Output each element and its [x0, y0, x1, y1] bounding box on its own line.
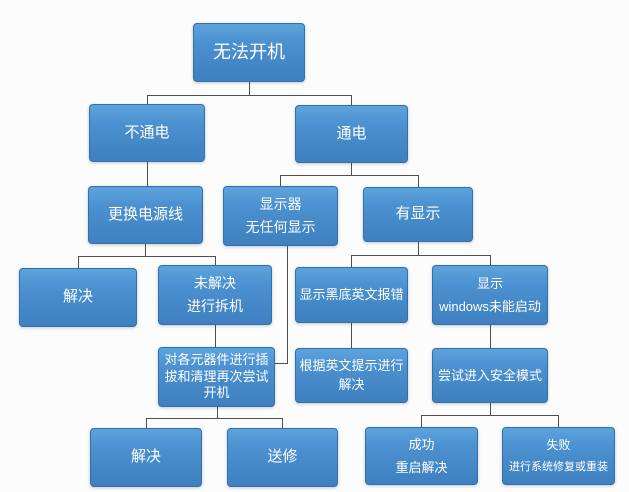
node-send-for-repair: 送修	[227, 428, 338, 487]
connector-drop-has-display	[418, 175, 419, 187]
node-success-restart-solves: 成功 重启解决	[365, 427, 478, 485]
connector-drop-failure	[558, 415, 559, 427]
node-label: 无法开机	[213, 42, 285, 62]
node-label: 重启解决	[395, 460, 448, 475]
node-label: 显示黑底英文报错	[299, 287, 404, 303]
node-no-power: 不通电	[89, 104, 205, 162]
connector-unsolved-to-reseat	[215, 325, 216, 347]
connector-replace-cable-split	[78, 256, 216, 257]
connector-root-split	[147, 95, 352, 96]
connector-drop-black-screen-error	[351, 255, 352, 267]
connector-root-stem	[249, 82, 250, 95]
connector-black-screen-to-prompt	[351, 323, 352, 348]
node-cannot-boot: 无法开机	[193, 23, 305, 82]
node-solve-per-english-prompt: 根据英文提示进行 解决	[295, 348, 408, 403]
node-label: 成功	[408, 436, 435, 452]
node-label: 根据英文提示进行	[299, 357, 404, 373]
connector-no-power-to-replace-cable	[147, 162, 148, 186]
node-label: 不通电	[124, 123, 170, 141]
connector-replace-cable-stem	[145, 244, 146, 256]
node-label: 显示器	[259, 195, 302, 212]
node-label: 开机	[203, 385, 230, 401]
node-label: 进行拆机	[187, 298, 243, 314]
connector-windows-fail-to-safe-mode	[490, 325, 491, 348]
node-label: 通电	[336, 124, 367, 142]
connector-drop-has-power	[351, 95, 352, 105]
node-label: 解决	[62, 288, 93, 306]
node-label: 有显示	[395, 205, 441, 223]
node-try-safe-mode: 尝试进入安全模式	[432, 348, 548, 403]
node-has-power: 通电	[295, 105, 408, 163]
node-label: windows未能启动	[439, 299, 541, 314]
connector-reseat-split	[146, 418, 283, 419]
node-label: 拔和清理再次尝试	[164, 368, 269, 384]
node-label: 解决	[338, 376, 365, 392]
node-label: 无任何显示	[245, 219, 316, 235]
connector-drop-windows-fail	[490, 255, 491, 265]
node-label: 尝试进入安全模式	[437, 367, 542, 383]
connector-has-power-split	[280, 175, 419, 176]
node-label: 未解决	[194, 274, 236, 291]
node-failure-repair-or-reinstall: 失败 进行系统修复或重装	[502, 427, 615, 485]
node-label: 失败	[546, 438, 571, 453]
node-has-display: 有显示	[363, 187, 473, 242]
node-black-screen-english-error: 显示黑底英文报错	[295, 267, 408, 323]
connector-reseat-stem	[217, 407, 218, 418]
node-label: 送修	[267, 448, 298, 466]
connector-drop-success	[421, 415, 422, 427]
connector-drop-solved-left	[78, 256, 79, 268]
connector-has-power-stem	[351, 163, 352, 175]
node-solved-bottom: 解决	[90, 428, 202, 487]
node-label: 显示	[476, 275, 503, 291]
connector-has-display-split	[351, 255, 491, 256]
connector-drop-monitor-no-display	[280, 175, 281, 186]
connector-drop-unsolved	[215, 256, 216, 265]
connector-drop-solved-bottom	[146, 418, 147, 428]
node-label: 对各元器件进行插	[164, 351, 269, 367]
node-windows-failed-to-start: 显示 windows未能启动	[432, 265, 548, 325]
node-reseat-clean-retry-boot: 对各元器件进行插 拔和清理再次尝试 开机	[158, 347, 275, 407]
connector-drop-no-power	[147, 95, 148, 104]
connector-monitor-no-display-elbow	[275, 363, 288, 364]
node-unsolved-disassemble: 未解决 进行拆机	[158, 265, 272, 325]
node-label: 进行系统修复或重装	[509, 460, 608, 473]
connector-has-display-stem	[418, 242, 419, 255]
connector-safe-mode-stem	[490, 403, 491, 415]
node-solved-left: 解决	[19, 268, 137, 327]
connector-drop-send-repair	[282, 418, 283, 428]
connector-monitor-no-display-down	[287, 246, 288, 363]
node-replace-power-cable: 更换电源线	[88, 186, 203, 244]
node-label: 解决	[130, 448, 161, 466]
node-label: 更换电源线	[107, 205, 183, 223]
node-monitor-no-display: 显示器 无任何显示	[223, 186, 338, 246]
connector-safe-mode-split	[421, 415, 559, 416]
